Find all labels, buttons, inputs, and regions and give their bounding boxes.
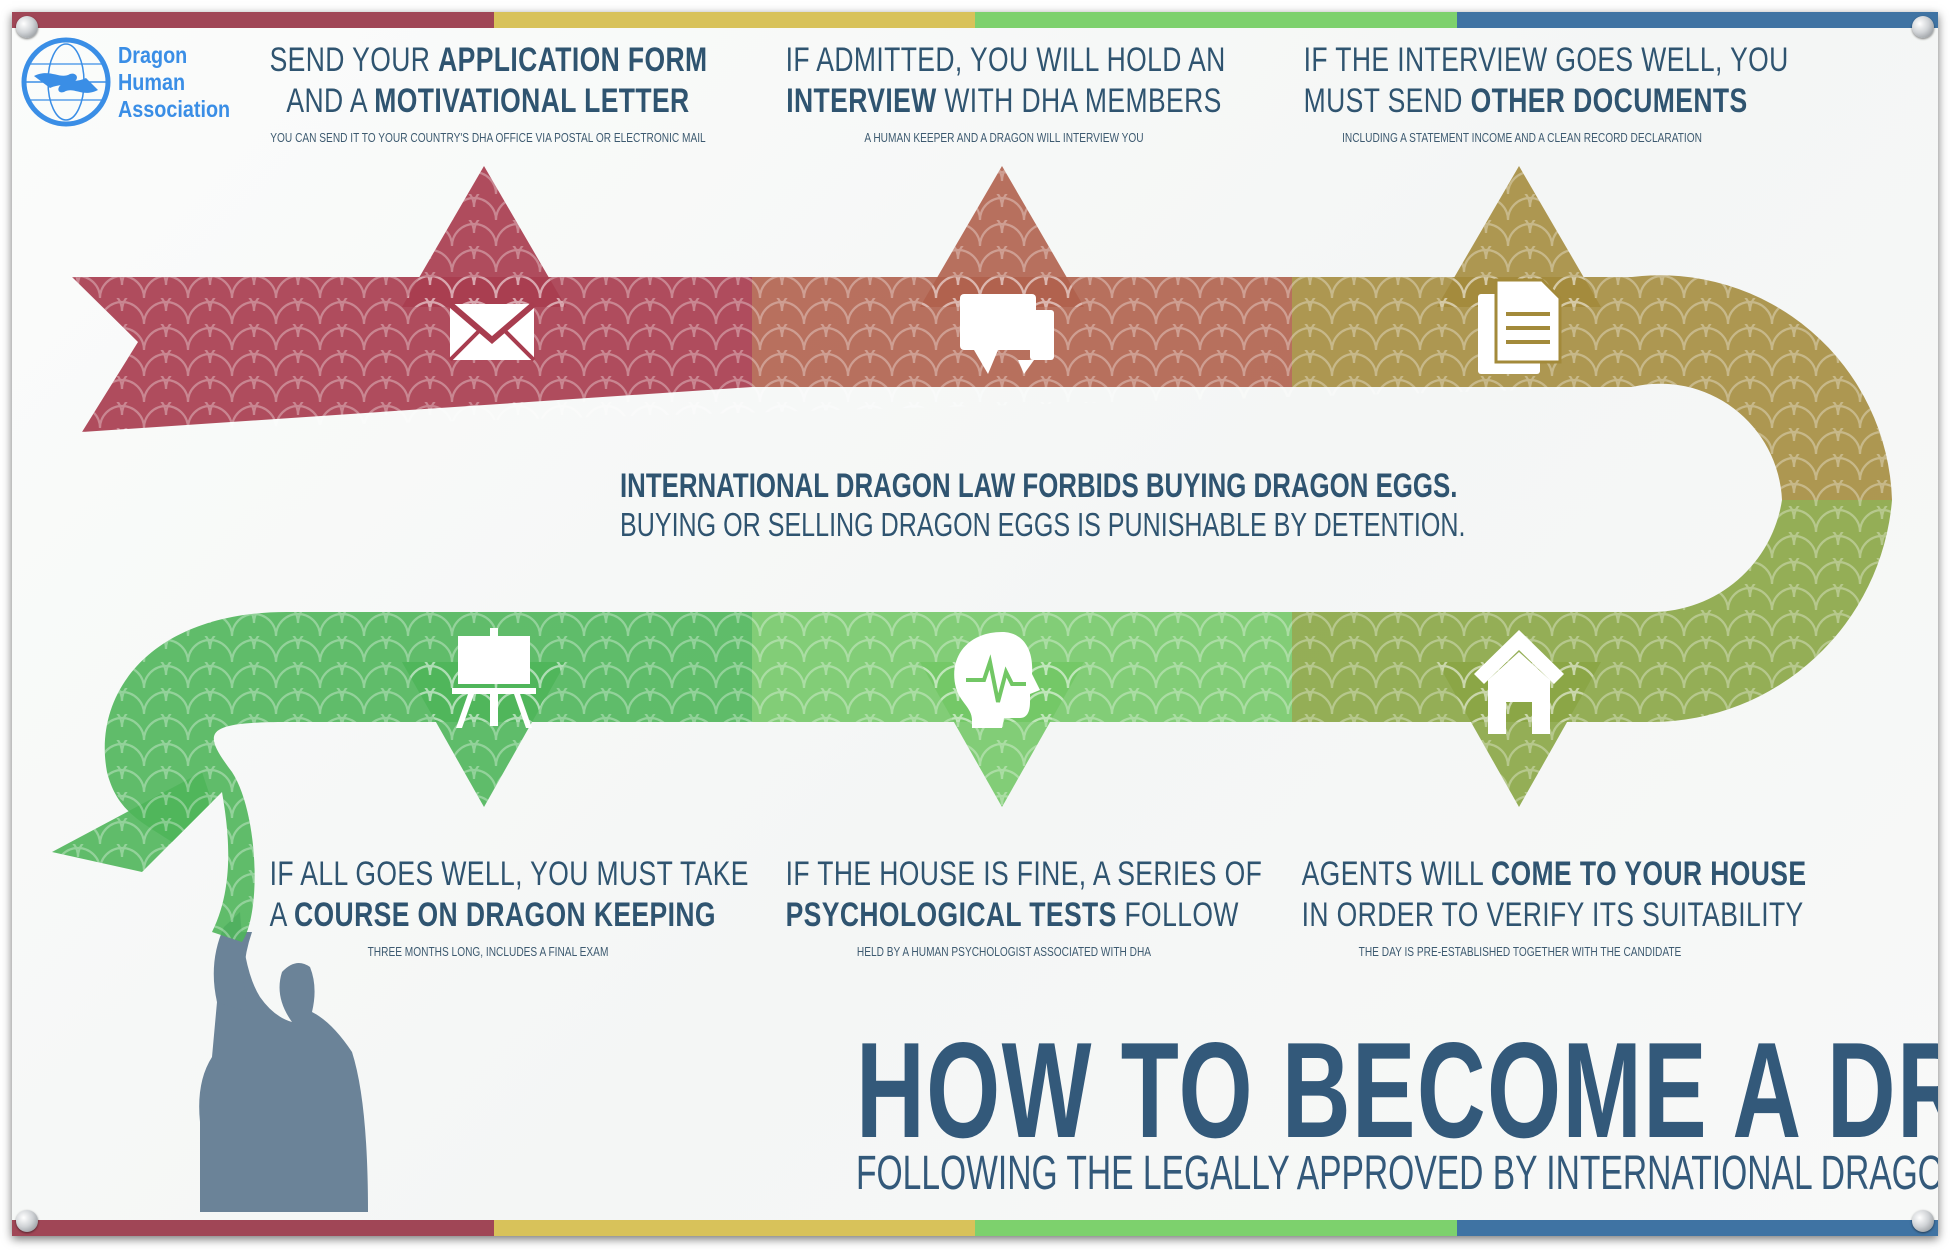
screw-icon (1912, 1210, 1934, 1232)
logo-text: Dragon Human Association (118, 42, 230, 123)
step-1-application: SEND YOUR APPLICATION FORM AND A MOTIVAT… (208, 40, 768, 145)
step-highlight: PSYCHOLOGICAL TESTS (785, 896, 1117, 934)
law-notice-headline: INTERNATIONAL DRAGON LAW FORBIDS BUYING … (620, 467, 1458, 505)
step-3-documents: IF THE INTERVIEW GOES WELL, YOU MUST SEN… (1242, 40, 1802, 145)
screw-icon (1912, 16, 1934, 38)
poster: Dragon Human Association SEND YOUR APPLI… (12, 12, 1938, 1236)
step-text: FOLLOW (1116, 896, 1239, 934)
path-diagram (52, 166, 1892, 1212)
bar-segment (975, 12, 1457, 28)
step-text: IF THE HOUSE IS FINE, A SERIES OF (785, 855, 1263, 893)
law-notice-detail: BUYING OR SELLING DRAGON EGGS IS PUNISHA… (620, 506, 1466, 543)
step-text: AND A (286, 82, 375, 120)
step-text: IF ALL GOES WELL, YOU MUST TAKE (269, 855, 749, 893)
step-4-house-visit: AGENTS WILL COME TO YOUR HOUSE IN ORDER … (1240, 854, 1806, 959)
globe-hands-icon (21, 37, 111, 127)
step-5-psych-tests: IF THE HOUSE IS FINE, A SERIES OF PSYCHO… (724, 854, 1284, 959)
logo-line: Human (118, 68, 186, 95)
step-text: MUST SEND (1303, 82, 1471, 120)
bar-segment (975, 1220, 1457, 1236)
chat-bubbles-icon (960, 294, 1054, 374)
step-text: WITH DHA MEMBERS (936, 82, 1222, 120)
person-silhouette (199, 912, 368, 1212)
bar-segment (12, 1220, 494, 1236)
logo-line: Association (118, 95, 231, 122)
step-text: AGENTS WILL (1301, 855, 1491, 893)
step-6-course: IF ALL GOES WELL, YOU MUST TAKE A COURSE… (208, 854, 768, 959)
step-highlight: COME TO YOUR HOUSE (1490, 855, 1807, 893)
documents-icon (1478, 278, 1562, 374)
step-note: INCLUDING A STATEMENT INCOME AND A CLEAN… (1342, 130, 1702, 145)
step-text: IF ADMITTED, YOU WILL HOLD AN (785, 41, 1226, 79)
step-highlight: MOTIVATIONAL LETTER (374, 82, 690, 120)
step-note: THE DAY IS PRE-ESTABLISHED TOGETHER WITH… (1358, 944, 1682, 959)
bar-segment (1456, 1220, 1938, 1236)
law-notice: INTERNATIONAL DRAGON LAW FORBIDS BUYING … (512, 467, 1466, 544)
easel-icon (452, 628, 536, 728)
step-text: SEND YOUR (269, 41, 439, 79)
color-bar-top (12, 12, 1938, 28)
step-highlight: INTERVIEW (786, 82, 937, 120)
brain-icon (954, 632, 1040, 728)
envelope-icon (448, 301, 536, 362)
poster-title: HOW TO BECOME A DRAGON KEEPER (856, 1014, 1938, 1166)
step-text: IN ORDER TO VERIFY ITS SUITABILITY (1301, 896, 1804, 934)
step-note: A HUMAN KEEPER AND A DRAGON WILL INTERVI… (864, 130, 1144, 145)
screw-icon (16, 16, 38, 38)
step-highlight: OTHER DOCUMENTS (1470, 82, 1748, 120)
color-bar-bottom (12, 1220, 1938, 1236)
step-note: YOU CAN SEND IT TO YOUR COUNTRY'S DHA OF… (270, 130, 706, 145)
step-note: THREE MONTHS LONG, INCLUDES A FINAL EXAM (367, 944, 609, 959)
step-note: HELD BY A HUMAN PSYCHOLOGIST ASSOCIATED … (856, 944, 1152, 959)
bar-segment (493, 1220, 975, 1236)
step-highlight: COURSE ON DRAGON KEEPING (293, 896, 716, 934)
step-2-interview: IF ADMITTED, YOU WILL HOLD AN INTERVIEW … (724, 40, 1284, 145)
step-highlight: APPLICATION FORM (438, 41, 708, 79)
bar-segment (12, 12, 494, 28)
logo-line: Dragon (118, 41, 188, 68)
step-text: IF THE INTERVIEW GOES WELL, YOU (1303, 41, 1789, 79)
screw-icon (16, 1210, 38, 1232)
bar-segment (493, 12, 975, 28)
poster-subtitle: FOLLOWING THE LEGALLY APPROVED BY INTERN… (856, 1147, 1938, 1200)
bar-segment (1456, 12, 1938, 28)
step-text: A (269, 896, 294, 934)
dha-logo: Dragon Human Association (20, 36, 248, 128)
house-icon (1474, 630, 1564, 734)
